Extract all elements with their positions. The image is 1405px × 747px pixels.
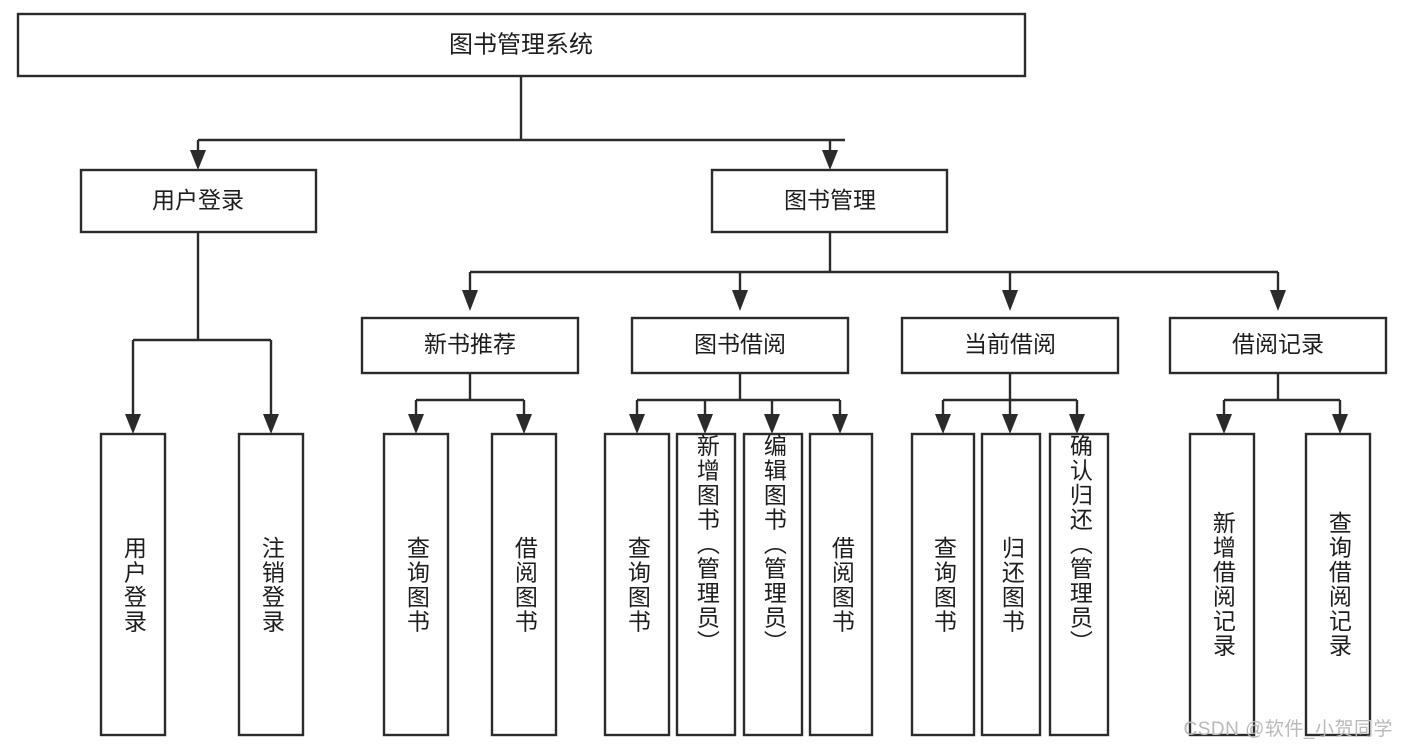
node-borrow-record-label: 借阅记录	[1232, 331, 1324, 357]
arrowhead-book-borrow	[732, 290, 748, 311]
leaf-box-newbook-borrow-book[interactable]	[490, 432, 558, 737]
arrowhead-bookborrow-leaf-3	[764, 414, 780, 434]
connector-group-bookborrow-to-leaves	[629, 373, 848, 434]
leaf-box-borrow-query-book[interactable]	[603, 432, 671, 737]
leaf-box-borrow-edit-book-admin[interactable]	[742, 432, 804, 737]
arrowhead-bookborrow-leaf-2	[697, 414, 713, 434]
leaf-box-borrow-borrow-book[interactable]	[808, 432, 874, 737]
node-new-book-recommend-box[interactable]	[360, 316, 580, 375]
arrowhead-currentborrow-leaf-3	[1069, 414, 1085, 434]
node-new-book-recommend[interactable]: 新书推荐	[360, 316, 580, 375]
arrowhead-borrowrecord-leaf-2	[1332, 414, 1348, 434]
node-root-label: 图书管理系统	[449, 31, 593, 58]
arrowhead-leaf-logout	[263, 414, 279, 434]
leaf-box-current-query-book[interactable]	[910, 432, 976, 737]
arrowhead-borrow-record	[1270, 290, 1286, 311]
leaf-box-borrow-add-book-admin[interactable]	[675, 432, 737, 737]
arrowhead-borrowrecord-leaf-1	[1216, 414, 1232, 434]
arrowhead-user-login	[190, 150, 206, 170]
node-new-book-recommend-label: 新书推荐	[424, 331, 516, 357]
node-root-box[interactable]	[16, 12, 1027, 78]
node-book-manage[interactable]: 图书管理	[710, 168, 949, 234]
node-book-manage-box[interactable]	[710, 168, 949, 234]
node-borrow-record[interactable]: 借阅记录	[1168, 316, 1388, 375]
leaf-box-user-login[interactable]	[99, 432, 167, 737]
leaf-box-current-return-book[interactable]	[980, 432, 1042, 737]
node-current-borrow-label: 当前借阅	[964, 331, 1056, 357]
leaf-box-current-confirm-return-admin[interactable]	[1048, 432, 1110, 737]
node-borrow-record-box[interactable]	[1168, 316, 1388, 375]
connector-group-borrowrecord-to-leaves	[1216, 373, 1348, 434]
leaf-box-record-query[interactable]	[1304, 432, 1372, 737]
arrowhead-leaf-user-login	[125, 414, 141, 434]
node-book-borrow-box[interactable]	[630, 316, 850, 375]
arrowhead-bookborrow-leaf-1	[629, 414, 645, 434]
node-root-system[interactable]: 图书管理系统	[16, 12, 1027, 78]
leaf-box-logout[interactable]	[237, 432, 305, 737]
csdn-watermark: CSDN @软件_小贺同学	[1183, 719, 1393, 740]
node-book-borrow[interactable]: 图书借阅	[630, 316, 850, 375]
arrowhead-newbook-leaf-2	[516, 414, 532, 434]
node-user-login[interactable]: 用户登录	[79, 168, 318, 234]
node-user-login-label: 用户登录	[152, 187, 244, 213]
node-book-borrow-label: 图书借阅	[694, 331, 786, 357]
arrowhead-bookborrow-leaf-4	[832, 414, 848, 434]
arrowhead-currentborrow-leaf-1	[935, 414, 951, 434]
leaf-box-newbook-query-book[interactable]	[382, 432, 450, 737]
connector-group-currentborrow-to-leaves	[935, 373, 1085, 434]
leaf-box-record-add[interactable]	[1188, 432, 1256, 737]
arrowhead-new-book-recommend	[462, 290, 478, 311]
connector-group-bookmanage-to-level2	[462, 232, 1286, 311]
connector-group-root-to-level1	[190, 76, 845, 170]
connector-group-newbook-to-leaves	[408, 373, 532, 434]
arrowhead-current-borrow	[1002, 290, 1018, 311]
arrowhead-book-manage	[822, 150, 838, 170]
connector-group-userlogin-to-leaves	[125, 232, 279, 434]
arrowhead-currentborrow-leaf-2	[1002, 414, 1018, 434]
node-current-borrow[interactable]: 当前借阅	[900, 316, 1120, 375]
node-current-borrow-box[interactable]	[900, 316, 1120, 375]
node-book-manage-label: 图书管理	[784, 187, 876, 213]
arrowhead-newbook-leaf-1	[408, 414, 424, 434]
node-user-login-box[interactable]	[79, 168, 318, 234]
